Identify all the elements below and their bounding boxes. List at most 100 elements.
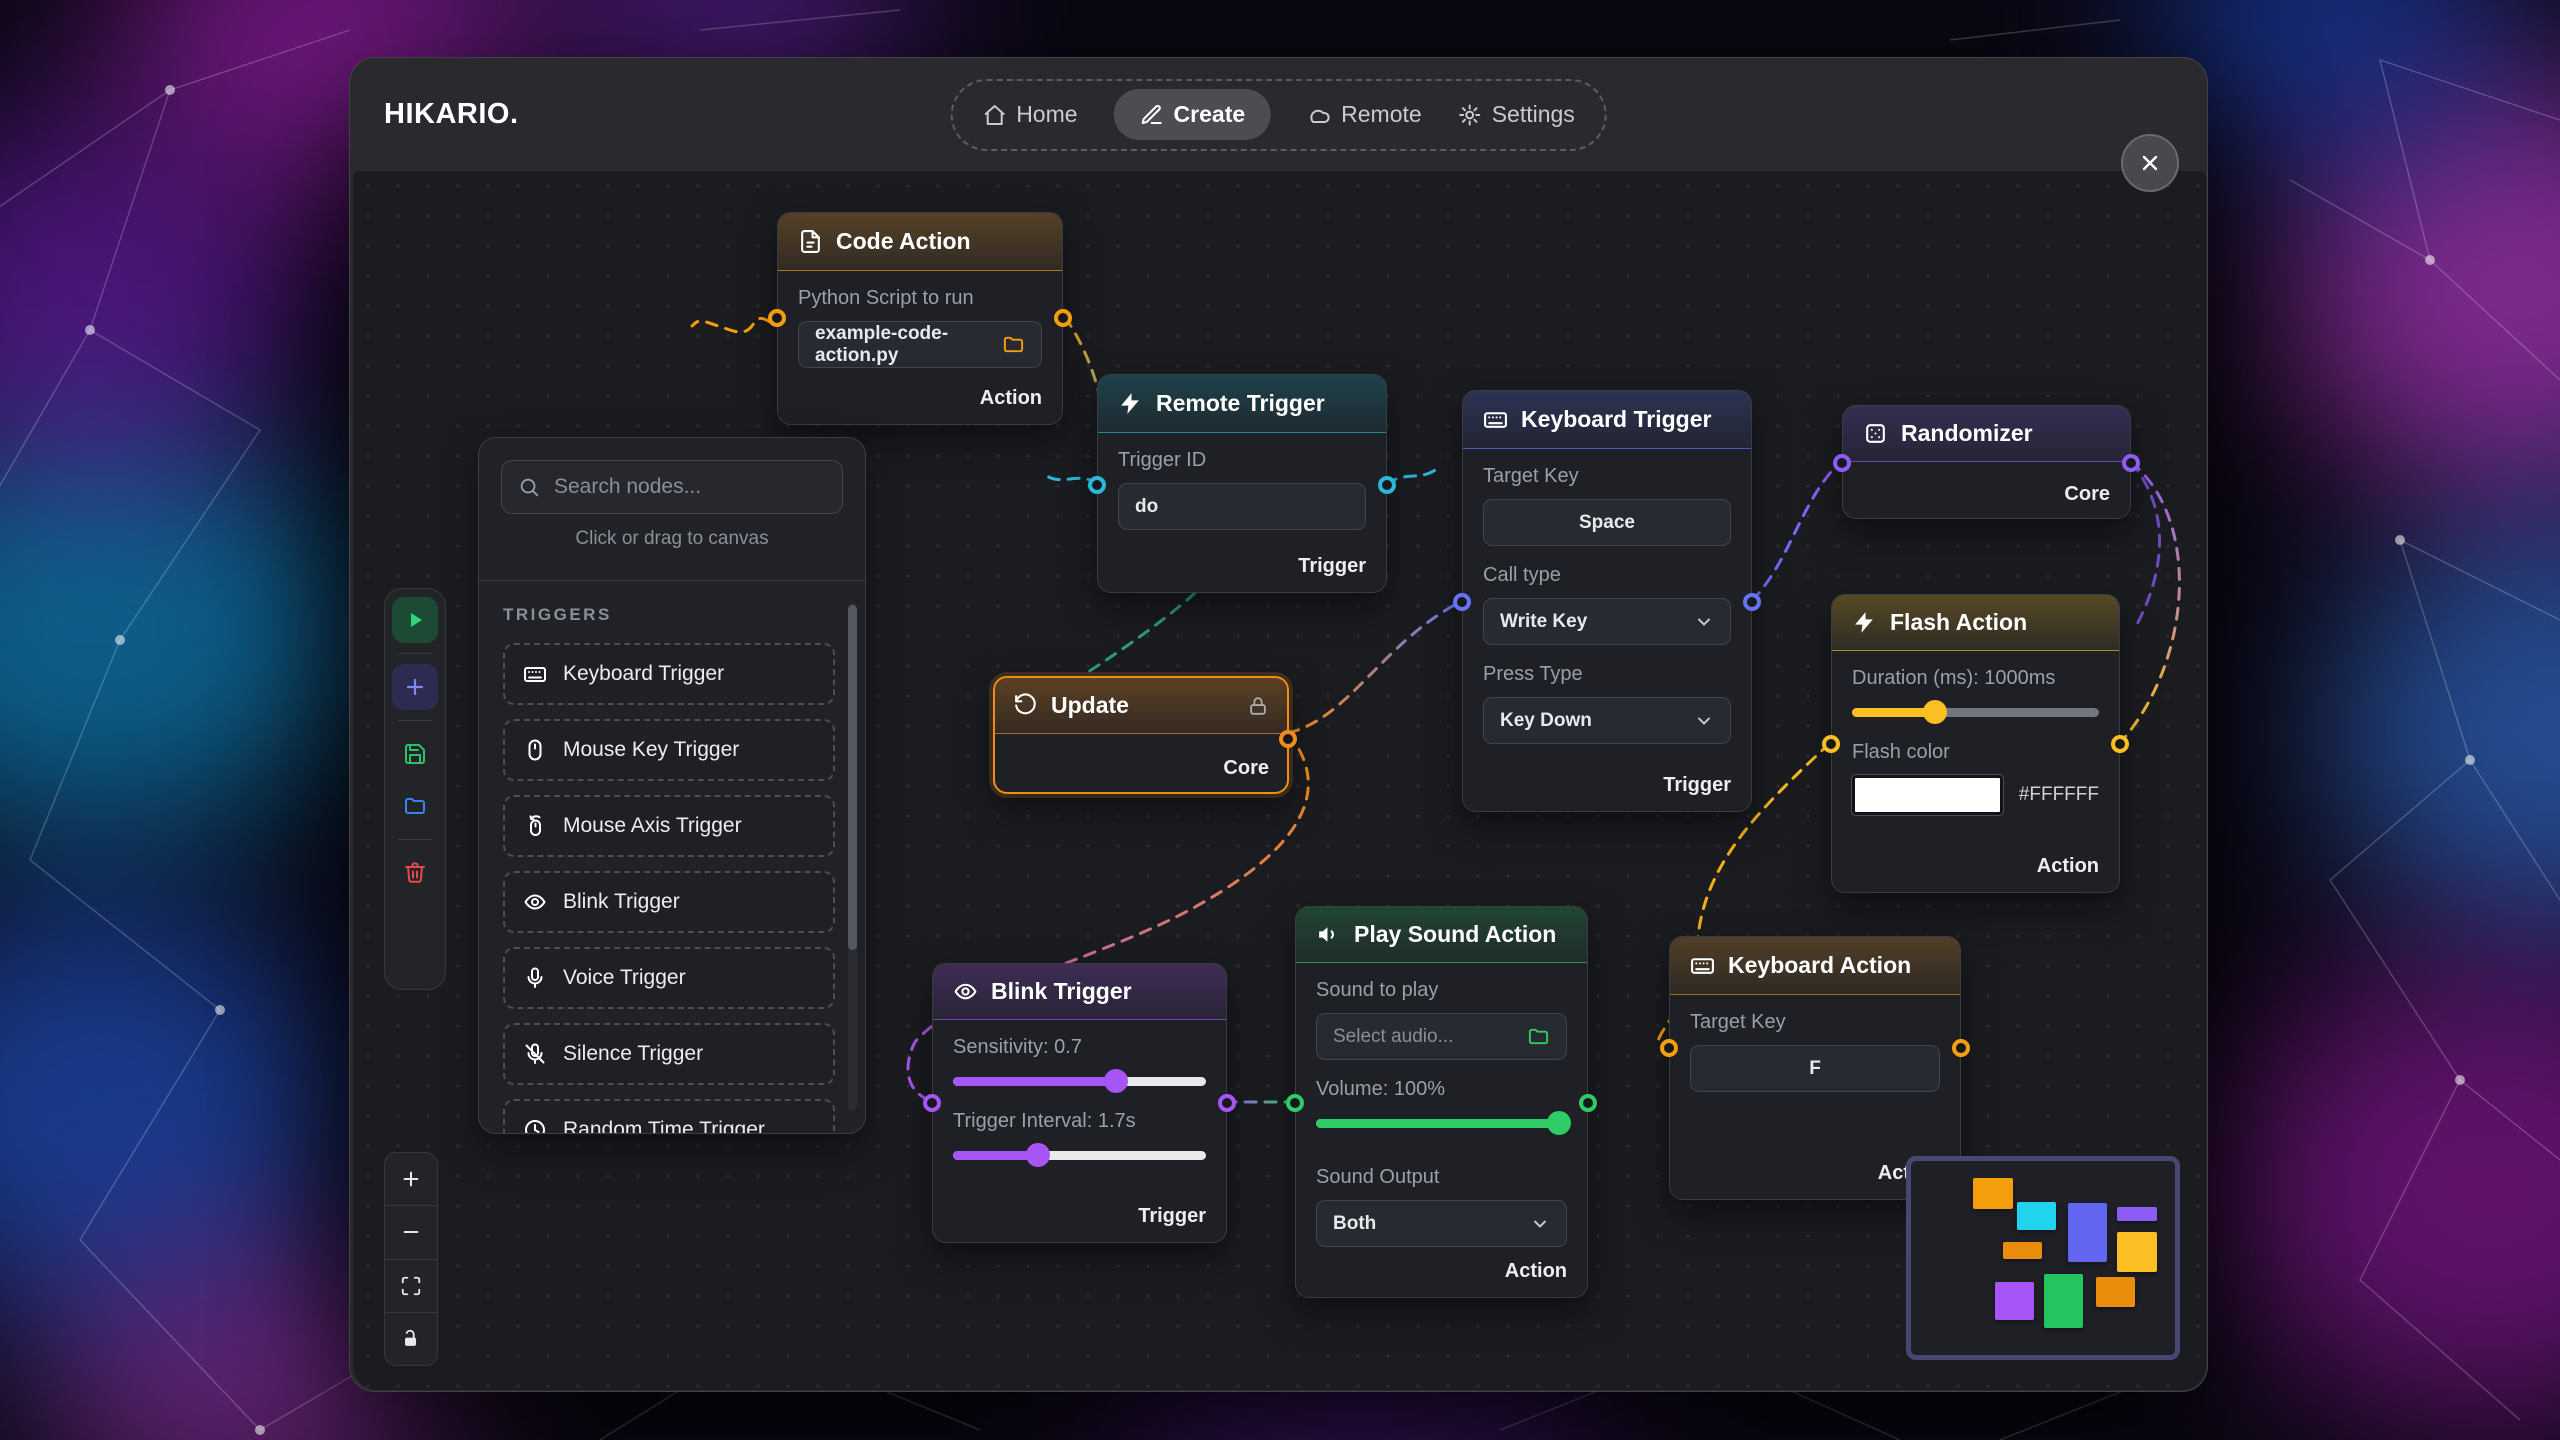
trigger-id-value: do: [1135, 495, 1159, 517]
node-remote-trigger[interactable]: Remote Trigger Trigger ID do Trigger: [1088, 374, 1396, 593]
output-port[interactable]: [1743, 593, 1761, 611]
folder-icon[interactable]: [1002, 333, 1025, 356]
output-port[interactable]: [1054, 309, 1072, 327]
output-port[interactable]: [1218, 1094, 1236, 1112]
close-button[interactable]: [2121, 134, 2179, 192]
nav-create[interactable]: Create: [1113, 89, 1272, 140]
audio-placeholder: Select audio...: [1333, 1025, 1454, 1047]
audio-file-input[interactable]: Select audio...: [1316, 1013, 1567, 1060]
node-header[interactable]: Keyboard Action: [1670, 937, 1960, 995]
node-header[interactable]: Play Sound Action: [1296, 907, 1587, 963]
node-blink-trigger[interactable]: Blink Trigger Sensitivity: 0.7 Trigger I…: [923, 963, 1236, 1243]
run-button[interactable]: [392, 597, 438, 643]
output-port[interactable]: [1952, 1039, 1970, 1057]
interval-slider[interactable]: [953, 1143, 1206, 1167]
node-flash-action[interactable]: Flash Action Duration (ms): 1000ms Flash…: [1822, 594, 2129, 893]
node-header[interactable]: Code Action: [778, 213, 1062, 271]
output-port[interactable]: [2122, 454, 2140, 472]
script-file-input[interactable]: example-code-action.py: [798, 321, 1042, 368]
nav-home[interactable]: Home: [982, 101, 1078, 128]
palette-item-label: Voice Trigger: [563, 966, 686, 989]
mouse-icon: [528, 739, 542, 761]
nav-label: Create: [1173, 101, 1246, 127]
palette-item-random-time-trigger[interactable]: Random Time Trigger: [503, 1099, 835, 1133]
field-label: Sound Output: [1316, 1166, 1440, 1188]
node-header[interactable]: Flash Action: [1832, 595, 2119, 651]
search-input[interactable]: [552, 474, 826, 500]
nav-remote[interactable]: Remote: [1307, 101, 1422, 128]
palette-item-label: Random Time Trigger: [563, 1118, 765, 1133]
add-node-button[interactable]: [392, 664, 438, 710]
open-button[interactable]: [392, 783, 438, 829]
lock-icon: [1247, 695, 1269, 717]
sensitivity-slider[interactable]: [953, 1069, 1206, 1093]
nav-settings[interactable]: Settings: [1458, 101, 1575, 128]
save-button[interactable]: [392, 731, 438, 777]
press-type-select[interactable]: Key Down: [1483, 697, 1731, 744]
node-keyboard-trigger[interactable]: Keyboard Trigger Target Key Space Call t…: [1453, 390, 1761, 812]
fit-view-button[interactable]: [385, 1260, 437, 1313]
app-logo: HIKARIO.: [384, 98, 519, 130]
duration-slider[interactable]: [1852, 700, 2099, 724]
output-port[interactable]: [1579, 1094, 1597, 1112]
chevron-down-icon: [1530, 1214, 1550, 1234]
close-icon: [2142, 155, 2158, 171]
input-port[interactable]: [1822, 735, 1840, 753]
divider: [398, 653, 432, 654]
nav-label: Home: [1016, 101, 1078, 127]
target-key-button[interactable]: Space: [1483, 499, 1731, 546]
keyboard-icon: [1690, 953, 1715, 978]
action-toolbar: [384, 588, 446, 990]
node-header[interactable]: Update: [995, 678, 1287, 734]
node-header[interactable]: Remote Trigger: [1098, 375, 1386, 433]
target-key-button[interactable]: F: [1690, 1045, 1940, 1092]
trash-icon: [405, 862, 425, 883]
zoom-out-button[interactable]: [385, 1206, 437, 1260]
top-bar: HIKARIO. Home Create Remote Settings: [350, 58, 2207, 171]
output-port[interactable]: [1378, 476, 1396, 494]
minimap[interactable]: [1906, 1156, 2180, 1360]
call-type-select[interactable]: Write Key: [1483, 598, 1731, 645]
palette-item-keyboard-trigger[interactable]: Keyboard Trigger: [503, 643, 835, 705]
sound-output-select[interactable]: Both: [1316, 1200, 1567, 1247]
node-title: Play Sound Action: [1354, 921, 1557, 947]
node-footer-label: Action: [2036, 855, 2099, 877]
input-port[interactable]: [923, 1094, 941, 1112]
color-swatch[interactable]: [1851, 774, 2004, 816]
input-port[interactable]: [1088, 476, 1106, 494]
delete-button[interactable]: [392, 850, 438, 896]
palette-item-blink-trigger[interactable]: Blink Trigger: [503, 871, 835, 933]
trigger-id-input[interactable]: do: [1118, 483, 1366, 530]
palette-item-voice-trigger[interactable]: Voice Trigger: [503, 947, 835, 1009]
input-port[interactable]: [1453, 593, 1471, 611]
scrollbar-thumb[interactable]: [848, 605, 857, 951]
palette-item-silence-trigger[interactable]: Silence Trigger: [503, 1023, 835, 1085]
node-play-sound-action[interactable]: Play Sound Action Sound to play Select a…: [1286, 906, 1597, 1298]
output-port[interactable]: [1279, 730, 1297, 748]
input-port[interactable]: [1660, 1039, 1678, 1057]
divider: [398, 839, 432, 840]
input-port[interactable]: [1286, 1094, 1304, 1112]
node-header[interactable]: Randomizer: [1843, 406, 2130, 462]
palette-item-mouse-axis-trigger[interactable]: Mouse Axis Trigger: [503, 795, 835, 857]
minimap-node: [2068, 1202, 2108, 1262]
node-footer-label: Trigger: [1298, 555, 1366, 577]
volume-slider[interactable]: [1316, 1111, 1571, 1135]
node-update[interactable]: Update Core: [993, 676, 1297, 794]
zoom-in-button[interactable]: [385, 1153, 437, 1207]
lock-toggle-button[interactable]: [385, 1313, 437, 1365]
output-port[interactable]: [2111, 735, 2129, 753]
node-header[interactable]: Keyboard Trigger: [1463, 391, 1751, 449]
input-port[interactable]: [1833, 454, 1851, 472]
nav-label: Remote: [1341, 101, 1422, 127]
search-box[interactable]: [501, 460, 843, 514]
folder-icon[interactable]: [1527, 1025, 1550, 1048]
node-code-action[interactable]: Code Action Python Script to run example…: [768, 212, 1072, 425]
palette-scrollbar[interactable]: [848, 603, 857, 1111]
palette-item-mouse-key-trigger[interactable]: Mouse Key Trigger: [503, 719, 835, 781]
minimap-node: [2002, 1241, 2043, 1259]
node-randomizer[interactable]: Randomizer Core: [1833, 405, 2140, 519]
input-port[interactable]: [768, 309, 786, 327]
minimap-node: [2044, 1273, 2084, 1328]
node-header[interactable]: Blink Trigger: [933, 964, 1226, 1020]
